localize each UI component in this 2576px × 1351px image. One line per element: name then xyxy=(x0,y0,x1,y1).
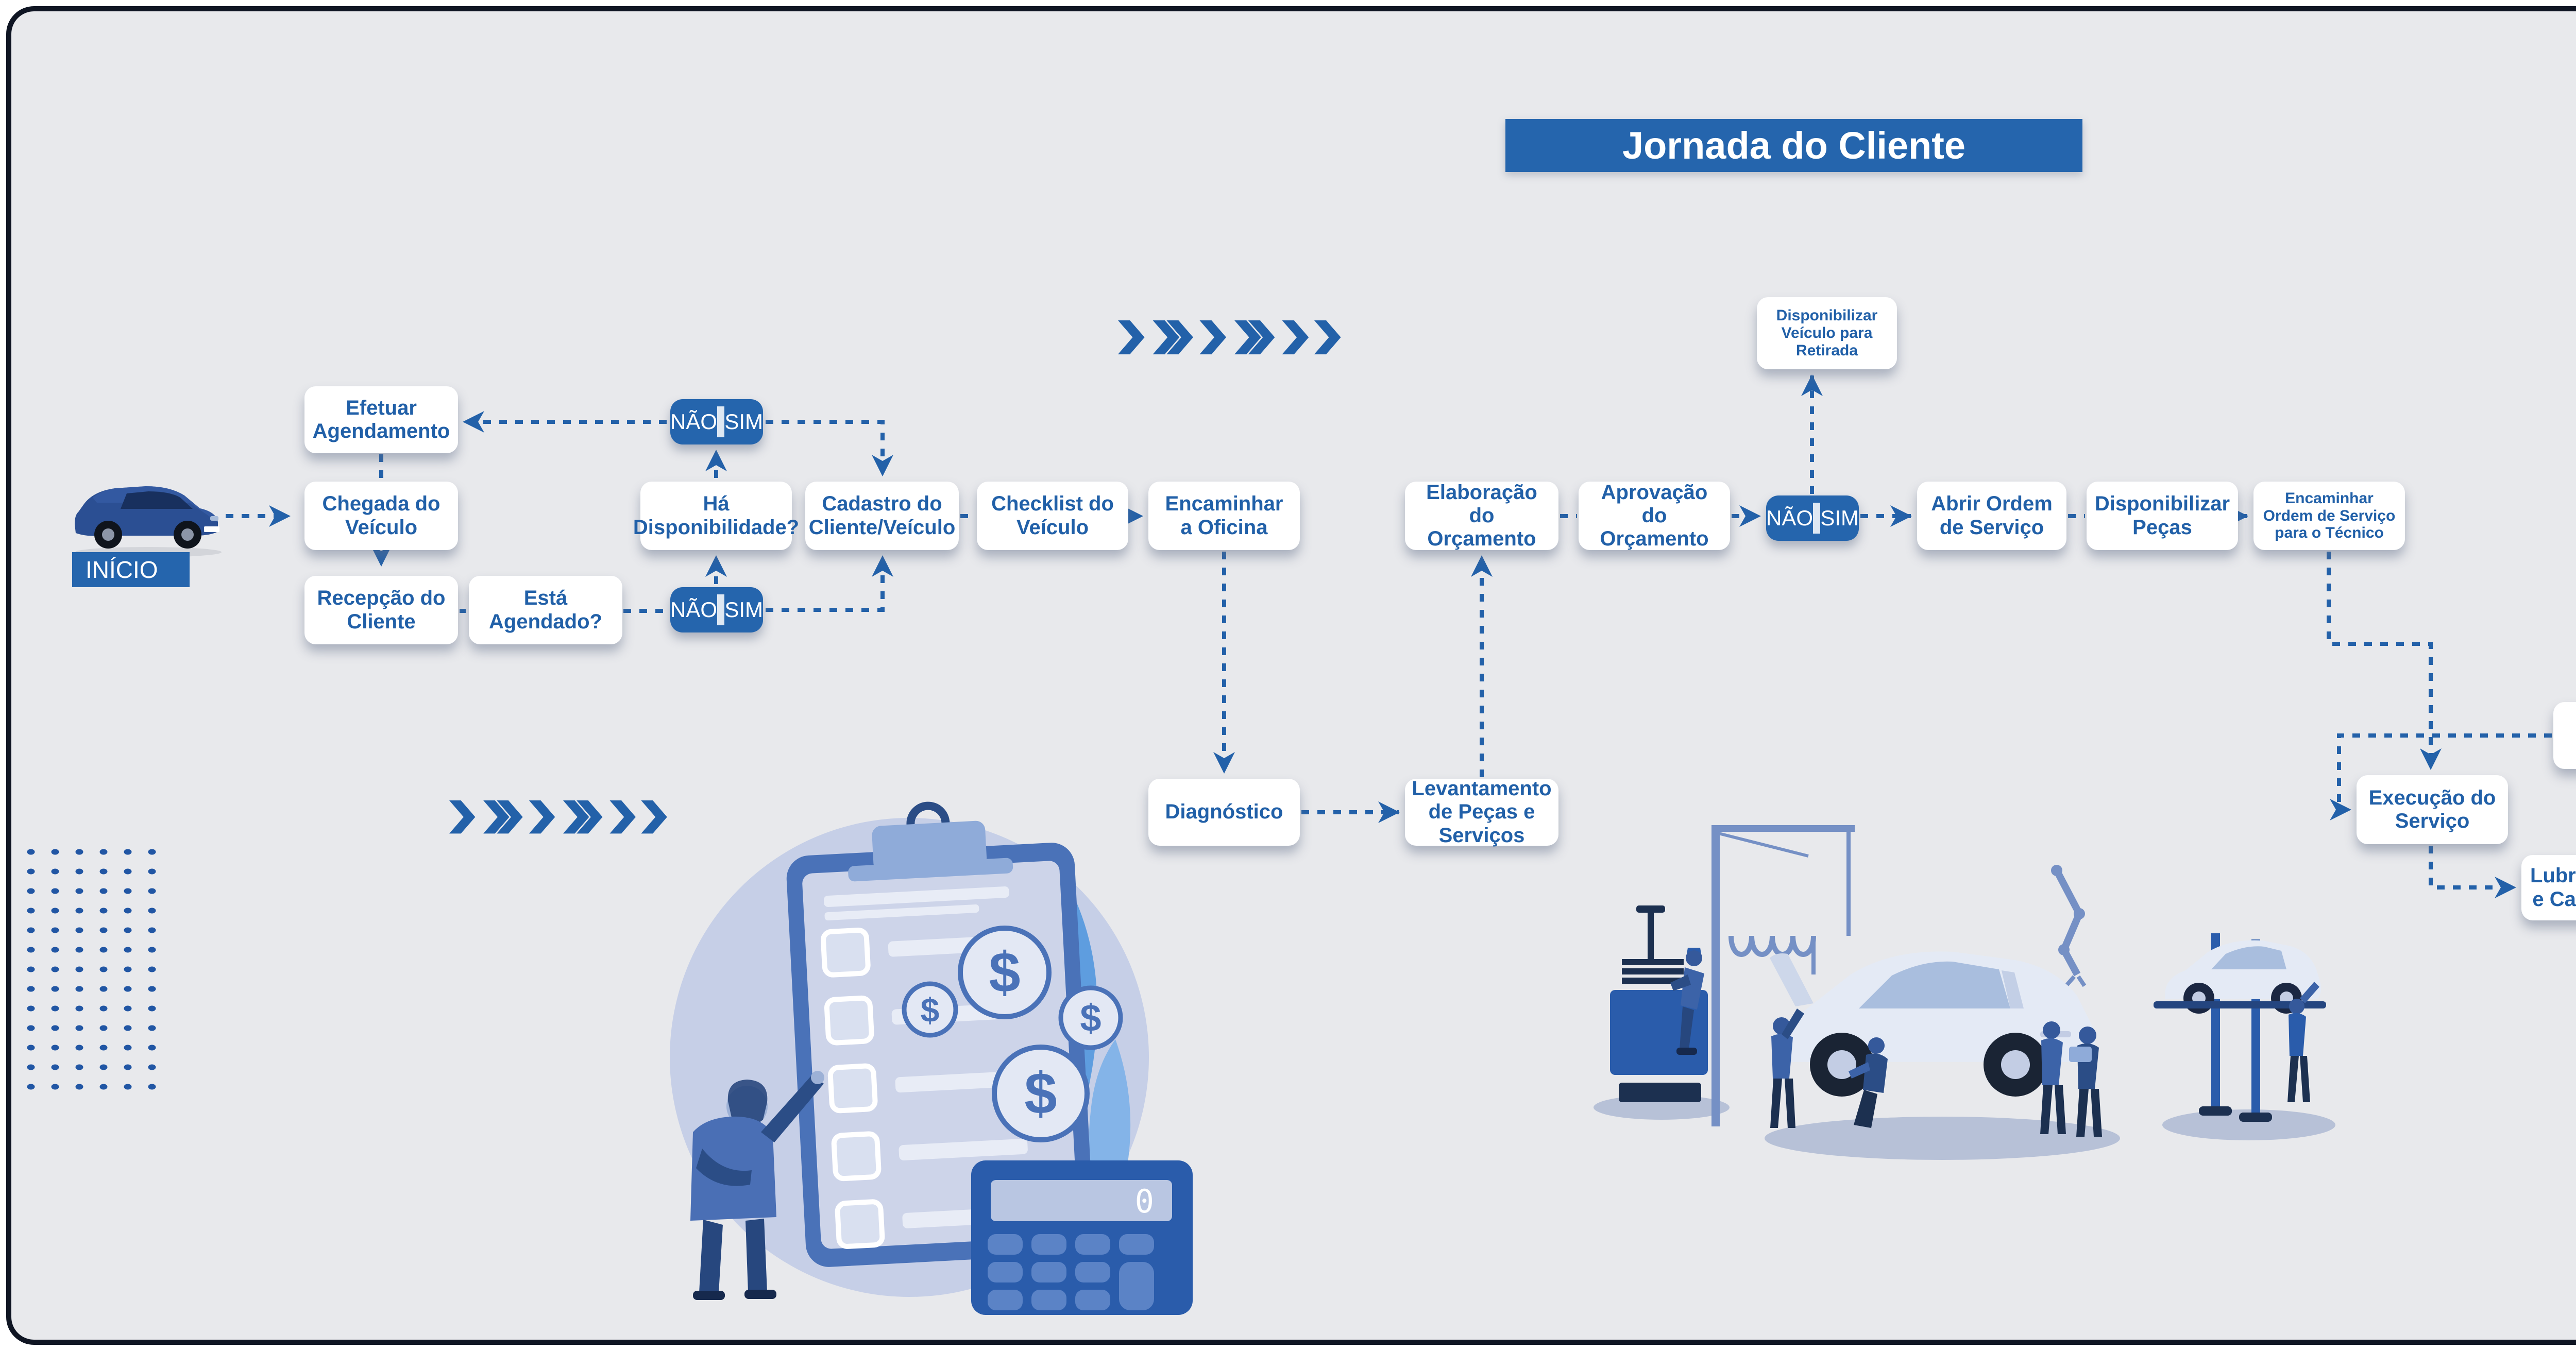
node-execucao-servico: Execução do Serviço xyxy=(2357,775,2508,844)
fast-forward-chevrons-top xyxy=(1118,320,1341,354)
node-encaminhar-oficina: Encaminhar a Oficina xyxy=(1148,482,1300,550)
node-disponibilizar-veiculo-retirada: Disponibilizar Veículo para Retirada xyxy=(1757,297,1897,369)
start-label: INÍCIO xyxy=(72,552,190,587)
car-start-image xyxy=(75,486,222,557)
lift-mechanic xyxy=(2287,982,2319,1102)
dot-grid-left xyxy=(27,849,158,1091)
decision-no-label: NÃO xyxy=(670,409,718,434)
decision-no-label: NÃO xyxy=(1766,506,1814,530)
lifted-car xyxy=(2154,940,2326,1014)
flow-connectors xyxy=(226,374,2552,898)
decision-pill-agendado: NÃO SIM xyxy=(670,587,763,632)
crane xyxy=(1711,825,1855,1126)
node-cadastro-cliente-veiculo: Cadastro do Cliente/Veículo xyxy=(805,482,959,550)
node-efetuar-agendamento: Efetuar Agendamento xyxy=(304,386,458,453)
person-figure xyxy=(690,1071,824,1300)
fast-forward-chevrons-left xyxy=(449,800,667,833)
garage-illustration xyxy=(1594,825,2335,1160)
node-encaminhar-ordem-tecnico: Encaminhar Ordem de Serviço para o Técni… xyxy=(2253,482,2405,550)
node-levantamento-pecas-servicos: Levantamento de Peças e Serviços xyxy=(1405,777,1558,847)
decision-yes-label: SIM xyxy=(1820,506,1859,530)
node-analise-tecnica: Análise Técnica xyxy=(2553,702,2576,769)
node-lubrificacoes-calibragem: Lubrificações e Calibragem xyxy=(2521,855,2576,920)
pill-divider xyxy=(717,406,725,437)
decision-no-label: NÃO xyxy=(670,597,718,622)
node-elaboracao-orcamento: Elaboração do Orçamento xyxy=(1405,481,1558,550)
decision-yes-label: SIM xyxy=(724,597,763,622)
mechanic-at-machine xyxy=(1670,948,1704,1055)
calculator: 0 xyxy=(971,1160,1193,1315)
svg-text:$: $ xyxy=(1024,1061,1057,1126)
car-lift xyxy=(2154,933,2326,1122)
robot-arm xyxy=(2051,865,2087,987)
money-coins: $ $ $ $ xyxy=(902,926,1123,1142)
decision-pill-disponibilidade: NÃO SIM xyxy=(670,399,763,444)
calculator-display: 0 xyxy=(1135,1183,1154,1220)
pill-divider xyxy=(717,594,725,625)
node-recepcao-cliente: Recepção do Cliente xyxy=(304,576,458,644)
svg-text:$: $ xyxy=(989,941,1020,1004)
node-ha-disponibilidade: Há Disponibilidade? xyxy=(633,482,799,550)
poster-frame xyxy=(6,6,2576,1345)
node-checklist-veiculo: Checklist do Veículo xyxy=(977,482,1128,550)
mechanic-figures xyxy=(1770,1008,2102,1137)
page-title: Jornada do Cliente xyxy=(1505,119,2082,172)
budget-illustration: $ $ $ $ 0 xyxy=(670,801,1193,1315)
node-chegada-veiculo: Chegada do Veículo xyxy=(304,482,458,550)
node-diagnostico: Diagnóstico xyxy=(1148,779,1300,846)
decision-pill-orcamento: NÃO SIM xyxy=(1766,495,1859,541)
node-esta-agendado: Está Agendado? xyxy=(469,576,622,644)
node-abrir-ordem-servico: Abrir Ordem de Serviço xyxy=(1917,482,2066,550)
node-disponibilizar-pecas: Disponibilizar Peças xyxy=(2087,482,2238,550)
decision-yes-label: SIM xyxy=(724,409,763,434)
node-aprovacao-orcamento: Aprovação do Orçamento xyxy=(1579,481,1730,550)
pill-divider xyxy=(1813,503,1821,534)
checkbox-list xyxy=(821,928,885,1249)
svg-text:$: $ xyxy=(921,991,940,1029)
svg-text:$: $ xyxy=(1080,997,1101,1039)
